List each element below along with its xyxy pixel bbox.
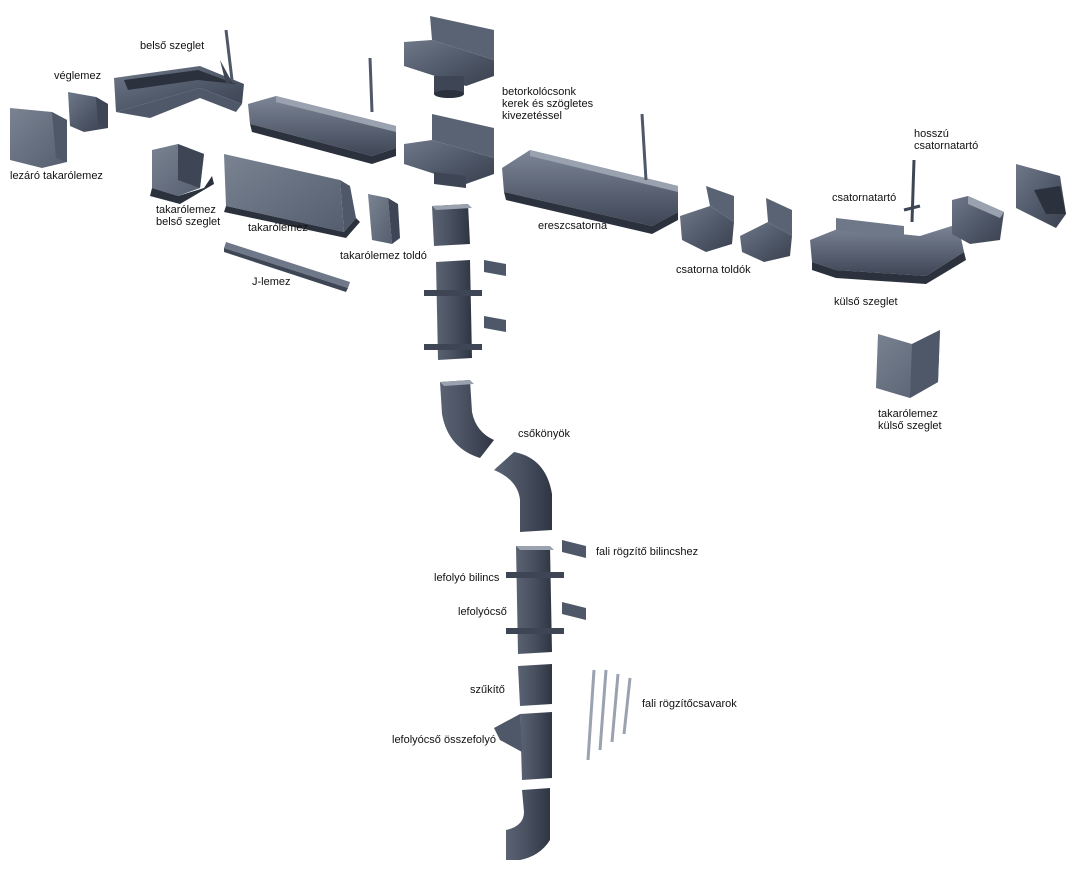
label-veglemez: véglemez [54, 70, 102, 82]
label-csatornatarto: csatornatartó [832, 192, 897, 204]
label-takarolemez-kulso-szeglet: takarólemez külső szeglet [878, 408, 942, 432]
j-lemez-part [224, 242, 350, 292]
label-lefolyo-bilincs: lefolyó bilincs [434, 572, 500, 584]
label-kulso-szeglet: külső szeglet [834, 296, 898, 308]
takarolemez-belso-szeglet-part [150, 144, 214, 204]
upper-downpipe-part [424, 204, 482, 360]
lower-downpipe-part [506, 546, 564, 654]
csatorna-toldo-1-part [680, 186, 734, 252]
label-lezaro-takarolemez: lezáró takarólemez [10, 170, 103, 182]
csokonyok-upper-part [440, 380, 494, 458]
bottom-elbow-part [506, 788, 550, 860]
veglemez-part [68, 92, 108, 132]
csatorna-toldo-2-part [740, 198, 792, 262]
takarolemez-toldo-part [368, 194, 400, 244]
lefolyocso-osszefolyo-part [494, 712, 552, 780]
hosszu-csatornatarto-part [903, 159, 921, 223]
betorkolocsonk-round-part [404, 16, 494, 98]
betorkolocsonk-square-part [404, 114, 494, 188]
fali-rogzitocsavarok-part [586, 669, 632, 761]
label-hosszu-csatornatarto: hosszú csatornatartó [914, 128, 979, 152]
takarolemez-kulso-szeglet-part [876, 330, 940, 398]
belso-szeglet-part [114, 29, 244, 118]
label-fali-rogzito-bilincshez: fali rögzítő bilincshez [596, 546, 699, 558]
ereszcsatorna-part [502, 113, 678, 234]
lower-wall-clip-part [562, 540, 586, 620]
label-takarolemez: takarólemez [248, 222, 308, 234]
right-corner-end-part [952, 196, 1004, 244]
label-szukito: szűkítő [470, 684, 505, 696]
label-belso-szeglet: belső szeglet [140, 40, 205, 52]
left-gutter-part [248, 57, 396, 164]
label-takarolemez-toldo: takarólemez toldó [340, 250, 427, 262]
label-takarolemez-belso-szeglet: takarólemez belső szeglet [156, 204, 221, 228]
takarolemez-part [224, 154, 360, 238]
label-ereszcsatorna: ereszcsatorna [538, 220, 608, 232]
right-end-cap-part [1016, 164, 1066, 228]
label-lefolyocso-osszefolyo: lefolyócső összefolyó [392, 734, 496, 746]
label-lefolyocso: lefolyócső [458, 606, 507, 618]
csokonyok-lower-part [494, 452, 552, 532]
kulso-szeglet-part [810, 218, 966, 284]
label-csatorna-toldok: csatorna toldók [676, 264, 751, 276]
upper-wall-clip-part [484, 260, 506, 332]
szukito-part [518, 664, 552, 706]
lezaro-takarolemez-part [10, 108, 67, 168]
label-betorkolocsonk: betorkolócsonk kerek és szögletes kiveze… [502, 86, 594, 122]
label-j-lemez: J-lemez [252, 276, 291, 288]
label-csokonyok: csőkönyök [518, 428, 570, 440]
label-fali-rogzitocsavarok: fali rögzítőcsavarok [642, 698, 737, 710]
